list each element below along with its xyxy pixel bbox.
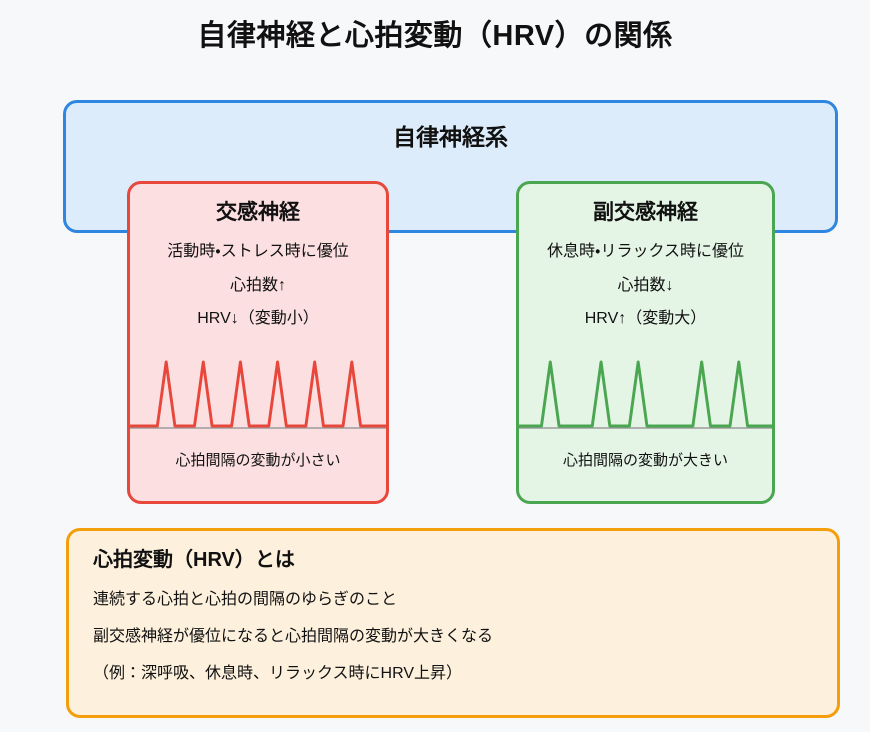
hrv-definition-line-2: 副交感神経が優位になると心拍間隔の変動が大きくなる (93, 628, 494, 645)
heartbeat-waveform-variable (519, 360, 772, 429)
parasympathetic-title: 副交感神経 (593, 201, 698, 224)
hrv-definition-line-3: （例：深呼吸、休息時、リラックス時にHRV上昇） (93, 665, 463, 682)
autonomic-nervous-system-label: 自律神経系 (393, 124, 508, 150)
sympathetic-hrv-text: HRV↓（変動小） (197, 310, 319, 327)
parasympathetic-card: 副交感神経 休息時・リラックス時に優位 心拍数↓ HRV↑（変動大） 心拍間隔の… (516, 181, 775, 504)
parasympathetic-heart-rate-text: 心拍数↓ (617, 277, 674, 294)
sympathetic-dominance-text: 活動時・ストレス時に優位 (167, 243, 349, 260)
parasympathetic-caption: 心拍間隔の変動が大きい (562, 452, 728, 469)
heartbeat-waveform-regular (130, 360, 386, 429)
page-title: 自律神経と心拍変動（HRV）の関係 (197, 20, 673, 52)
sympathetic-heart-rate-text: 心拍数↑ (229, 277, 286, 294)
sympathetic-title: 交感神経 (216, 201, 300, 224)
hrv-definition-line-1: 連続する心拍と心拍の間隔のゆらぎのこと (93, 591, 398, 608)
hrv-definition-title: 心拍変動（HRV）とは (93, 549, 295, 571)
sympathetic-caption: 心拍間隔の変動が小さい (175, 452, 341, 469)
sympathetic-card: 交感神経 活動時・ストレス時に優位 心拍数↑ HRV↓（変動小） 心拍間隔の変動… (127, 181, 389, 504)
parasympathetic-dominance-text: 休息時・リラックス時に優位 (547, 243, 744, 260)
hrv-definition-box: 心拍変動（HRV）とは 連続する心拍と心拍の間隔のゆらぎのこと 副交感神経が優位… (66, 528, 840, 718)
parasympathetic-hrv-text: HRV↑（変動大） (584, 310, 707, 327)
